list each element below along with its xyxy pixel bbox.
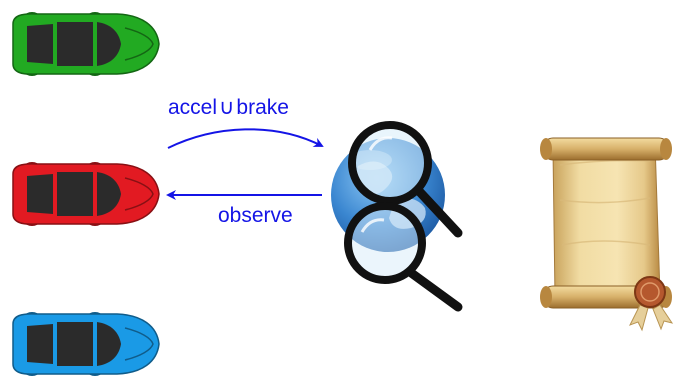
wax-seal-icon bbox=[628, 276, 674, 332]
accel-text: accel bbox=[168, 96, 218, 119]
magnifying-glass-icon-lower bbox=[344, 202, 463, 312]
accel-brake-label: accel∪brake bbox=[168, 97, 289, 118]
blue-car-icon bbox=[12, 312, 160, 376]
accel-brake-arrow bbox=[167, 128, 324, 149]
observe-label: observe bbox=[218, 204, 293, 227]
brake-text: brake bbox=[236, 96, 289, 119]
magnifying-glass-icon bbox=[348, 121, 463, 238]
union-symbol: ∪ bbox=[219, 96, 235, 119]
green-car-icon bbox=[12, 12, 160, 76]
red-car-icon bbox=[12, 162, 160, 226]
